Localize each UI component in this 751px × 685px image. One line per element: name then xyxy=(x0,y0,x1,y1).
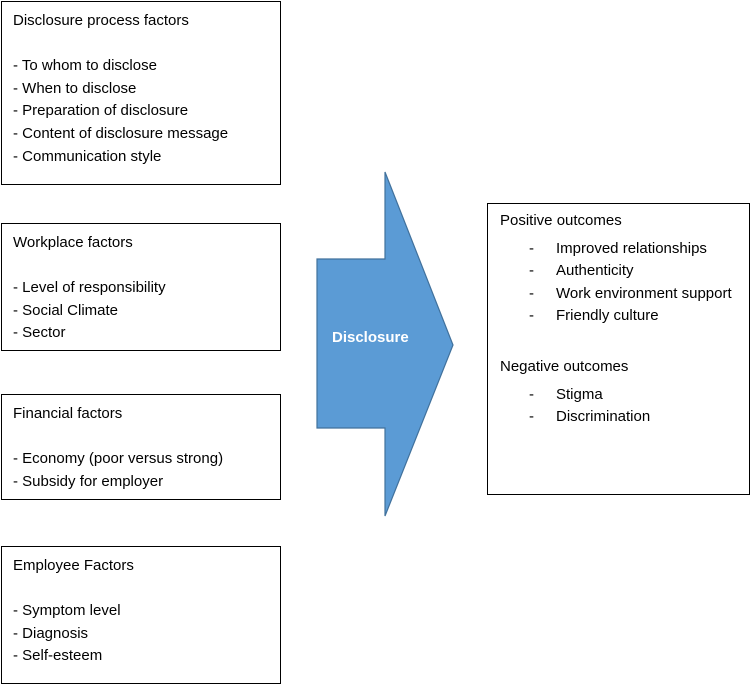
box-title: Disclosure process factors xyxy=(13,12,189,29)
box-title: Employee Factors xyxy=(13,557,134,574)
disclosure-process-factors-box: Disclosure process factors - To whom to … xyxy=(1,1,281,185)
list-item: - Sector xyxy=(13,324,66,342)
workplace-factors-box: Workplace factors - Level of responsibil… xyxy=(1,223,281,351)
list-item: - Discrimination xyxy=(500,406,738,429)
list-item: - Diagnosis xyxy=(13,624,89,642)
financial-factors-box: Financial factors - Economy (poor versus… xyxy=(1,394,281,500)
list-item: - Content of disclosure message xyxy=(13,124,229,142)
list-item: - To whom to disclose xyxy=(13,57,157,75)
disclosure-arrow xyxy=(316,171,454,517)
list-item: - Economy (poor versus strong) xyxy=(13,450,224,468)
outcomes-box: Positive outcomes - Improved relationshi… xyxy=(487,203,750,495)
list-item-text: Discrimination xyxy=(556,408,651,426)
list-item-text: Authenticity xyxy=(556,262,634,280)
list-item: - Symptom level xyxy=(13,602,121,620)
list-item: - Level of responsibility xyxy=(13,279,166,297)
dash-bullet: - xyxy=(529,284,534,302)
dash-bullet: - xyxy=(529,408,534,426)
list-item-text: Improved relationships xyxy=(556,239,707,257)
list-item: - Self-esteem xyxy=(13,647,103,665)
list-item: - Work environment support xyxy=(500,283,738,306)
arrow-label: Disclosure xyxy=(332,329,409,346)
list-item: - Stigma xyxy=(500,384,738,407)
negative-outcomes-title: Negative outcomes xyxy=(500,357,629,375)
positive-outcomes-title: Positive outcomes xyxy=(500,212,622,229)
dash-bullet: - xyxy=(529,262,534,280)
list-item: - Improved relationships xyxy=(500,238,738,261)
box-title: Financial factors xyxy=(13,405,123,422)
list-item: - Subsidy for employer xyxy=(13,472,164,490)
employee-factors-box: Employee Factors - Symptom level - Diagn… xyxy=(1,546,281,684)
list-item-text: Friendly culture xyxy=(556,307,659,325)
dash-bullet: - xyxy=(529,385,534,403)
list-item: - Social Climate xyxy=(13,301,119,319)
arrow-shape xyxy=(316,171,454,517)
dash-bullet: - xyxy=(529,239,534,257)
list-item: - Friendly culture xyxy=(500,305,738,328)
list-item: - Preparation of disclosure xyxy=(13,102,189,120)
list-item: - Communication style xyxy=(13,147,162,165)
list-item: - When to disclose xyxy=(13,79,137,97)
dash-bullet: - xyxy=(529,307,534,325)
list-item-text: Stigma xyxy=(556,385,603,403)
list-item: - Authenticity xyxy=(500,260,738,283)
list-item-text: Work environment support xyxy=(556,284,732,302)
box-title: Workplace factors xyxy=(13,234,133,251)
